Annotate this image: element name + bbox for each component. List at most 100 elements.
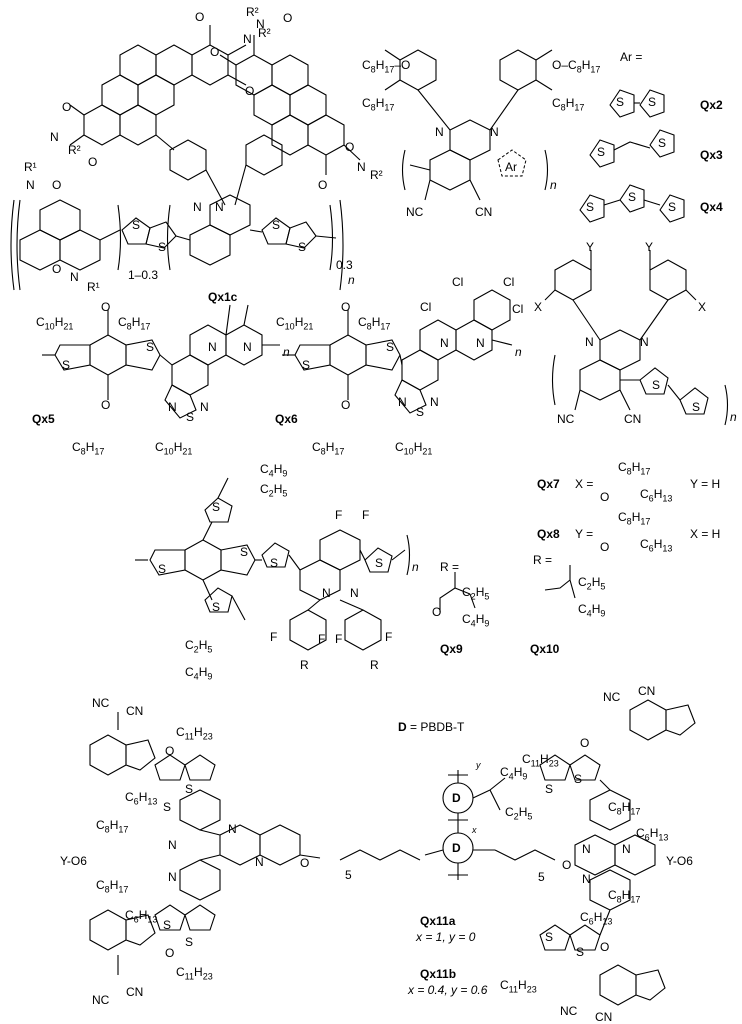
atom-o: O <box>245 84 255 98</box>
atom-o: O <box>88 155 98 169</box>
ratio-label: 0.3 <box>336 258 353 272</box>
alkyl-label: C2H5 <box>260 482 288 499</box>
nitrile-label: NC <box>406 205 424 219</box>
atom-r2: R² <box>68 143 81 157</box>
atom-s: S <box>692 400 701 414</box>
atom-r1: R¹ <box>87 280 100 294</box>
atom-s: S <box>616 95 625 109</box>
atom-s: S <box>545 930 554 944</box>
atom-s: S <box>302 358 311 372</box>
r-qx10-structure <box>544 565 576 599</box>
atom-o: O <box>600 490 610 504</box>
qx7-y-def: Y = H <box>690 477 721 491</box>
atom-r: R <box>370 658 379 672</box>
atom-n: N <box>50 130 59 144</box>
nitrile-label: NC <box>92 696 110 710</box>
compound-label-qx3: Qx3 <box>700 148 723 162</box>
atom-o: O <box>600 940 610 954</box>
alkyl-label: C10H21 <box>155 440 193 457</box>
atom-n: N <box>193 200 202 214</box>
atom-s: S <box>212 500 221 514</box>
atom-f: F <box>385 630 393 644</box>
compound-label-qx1c: Qx1c <box>208 290 238 304</box>
atom-n: N <box>26 178 35 192</box>
alkyl-label: C10H21 <box>276 315 314 332</box>
atom-s: S <box>648 95 657 109</box>
ar-qx2-structure <box>609 89 665 118</box>
polymer-n: n <box>730 410 737 424</box>
atom-s: S <box>586 200 595 214</box>
repeat-5: 5 <box>538 870 545 884</box>
atom-s: S <box>185 782 194 796</box>
atom-o: O <box>52 178 62 192</box>
polymer-n: n <box>412 560 419 574</box>
atom-cl: Cl <box>420 300 432 314</box>
atom-n: N <box>435 125 444 139</box>
atom-r2: R² <box>258 26 271 40</box>
compound-label-qx8: Qx8 <box>537 527 560 541</box>
qx7-8-structure <box>544 250 729 426</box>
atom-n: N <box>357 160 366 174</box>
compound-label-qx4: Qx4 <box>700 200 723 214</box>
atom-n: N <box>243 32 252 46</box>
alkyl-label: C4H9 <box>462 612 490 629</box>
nitrile-label: NC <box>560 1004 578 1018</box>
compound-label-qx11a: Qx11a <box>420 914 456 928</box>
atom-s: S <box>240 545 249 559</box>
atom-n: N <box>640 335 649 349</box>
atom-s: S <box>132 218 141 232</box>
polymer-n: n <box>348 273 355 287</box>
nitrile-label: CN <box>595 1010 613 1024</box>
atom-o: O <box>195 10 205 24</box>
atom-f: F <box>270 630 278 644</box>
qx8-y-def: Y = <box>575 527 594 541</box>
atom-f: F <box>335 632 343 646</box>
atom-cl: Cl <box>503 275 515 289</box>
ar-qx4-structure <box>579 184 685 223</box>
alkyl-label: C11H23 <box>176 965 213 982</box>
y-o6-label: Y-O6 <box>60 854 87 868</box>
alkyl-label: C2H5 <box>185 638 213 655</box>
atom-o: O <box>165 946 175 960</box>
d-definition: D = PBDB-T <box>398 720 464 734</box>
atom-n: N <box>582 872 591 886</box>
atom-o: O <box>432 605 442 619</box>
atom-r: R <box>300 658 309 672</box>
alkyl-label: C11H23 <box>500 978 537 995</box>
ar-definition: Ar = <box>620 50 643 64</box>
compound-label-qx7: Qx7 <box>537 477 560 491</box>
atom-o: O <box>300 856 310 870</box>
atom-y: Y <box>645 240 654 254</box>
atom-x: X <box>698 300 707 314</box>
atom-s: S <box>186 410 195 424</box>
qx2-4-core-structure <box>384 49 553 201</box>
polymer-n: n <box>283 345 290 359</box>
atom-s: S <box>272 218 281 232</box>
alkyl-label: C8H17 <box>96 818 129 835</box>
atom-n: N <box>215 200 224 214</box>
compound-label-qx5: Qx5 <box>32 412 55 426</box>
atom-s: S <box>62 358 71 372</box>
alkoxy-label: O–C8H17 <box>552 58 601 75</box>
alkyl-label: C6H13 <box>640 537 673 554</box>
atom-o: O <box>600 540 610 554</box>
compound-label-qx10: Qx10 <box>530 642 560 656</box>
compound-label-qx6: Qx6 <box>275 412 298 426</box>
nitrile-label: NC <box>603 690 621 704</box>
atom-n: N <box>70 270 79 284</box>
atom-s: S <box>375 556 384 570</box>
alkyl-label: C10H21 <box>395 440 433 457</box>
subscript-y: y <box>476 760 481 770</box>
alkyl-label: C8H17 <box>608 888 641 905</box>
atom-n: N <box>255 855 264 869</box>
atom-n: N <box>622 842 631 856</box>
nitrile-label: CN <box>475 205 493 219</box>
ar-ring <box>497 149 527 177</box>
qx5-structure <box>42 304 280 419</box>
atom-n: N <box>168 838 177 852</box>
atom-s: S <box>658 136 667 150</box>
atom-f: F <box>335 508 343 522</box>
atom-n: N <box>168 870 177 884</box>
qx6-structure <box>282 289 513 414</box>
